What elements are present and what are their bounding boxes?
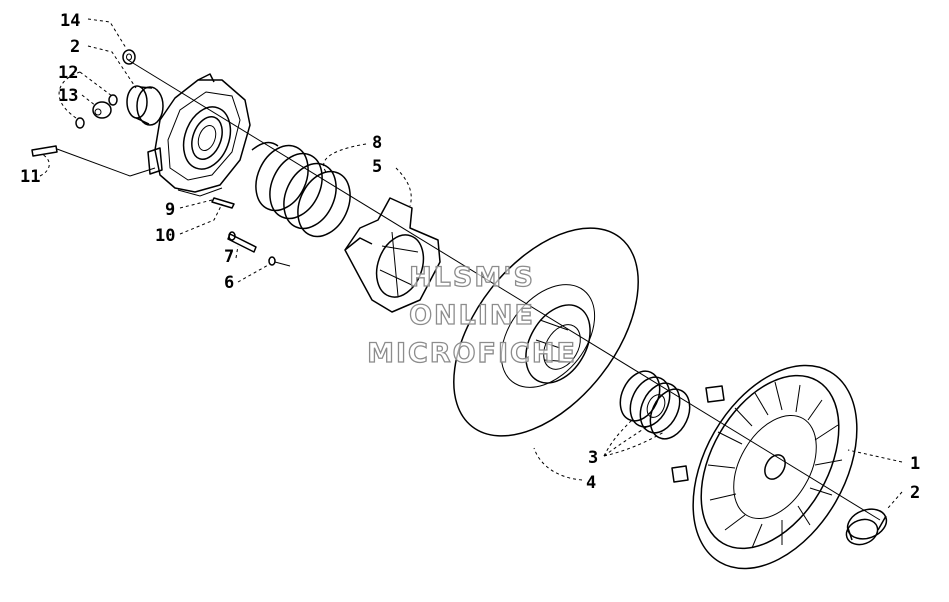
watermark: HLSM'S ONLINE MICROFICHE	[366, 261, 577, 369]
leader-lines	[39, 18, 903, 509]
callout-3: 3	[588, 448, 598, 468]
callout-4: 4	[586, 473, 596, 493]
part-bushing-2-upper	[126, 85, 164, 126]
part-screw-7	[227, 231, 257, 253]
part-washer-12	[75, 94, 118, 129]
part-fixed-sheave-1	[671, 364, 858, 570]
callout-12: 12	[58, 63, 78, 83]
sheave-vanes	[707, 381, 843, 549]
callout-2-upper: 2	[70, 37, 80, 57]
watermark-line-1: HLSM'S	[409, 262, 535, 293]
callout-11: 11	[20, 167, 40, 187]
callout-6: 6	[224, 273, 234, 293]
part-spring-8	[251, 141, 351, 238]
part-nut-6	[268, 256, 291, 267]
callout-1: 1	[910, 454, 920, 474]
part-spider-cover	[147, 73, 251, 197]
watermark-line-2: ONLINE	[409, 300, 535, 331]
part-roller-13	[92, 101, 112, 119]
callout-9: 9	[165, 200, 175, 220]
callout-5: 5	[372, 157, 382, 177]
part-bushing-2-lower	[845, 508, 888, 546]
part-pin-9	[211, 197, 235, 209]
part-springs-3	[619, 370, 691, 440]
part-cam-5	[344, 197, 441, 313]
callout-8: 8	[372, 133, 382, 153]
callout-10: 10	[155, 226, 175, 246]
watermark-line-3: MICROFICHE	[367, 338, 577, 369]
callout-14: 14	[60, 11, 80, 31]
part-movable-sheave	[453, 227, 639, 437]
callout-2-lower: 2	[910, 483, 920, 503]
callout-13: 13	[58, 86, 78, 106]
part-pin-11	[31, 145, 156, 177]
callouts: 14 2 12 13 11 9 10 7 6 8 5 3 4 1 2	[20, 11, 920, 503]
callout-7: 7	[224, 247, 234, 267]
assembly-axis	[127, 59, 881, 521]
part-nut-14	[122, 49, 136, 65]
